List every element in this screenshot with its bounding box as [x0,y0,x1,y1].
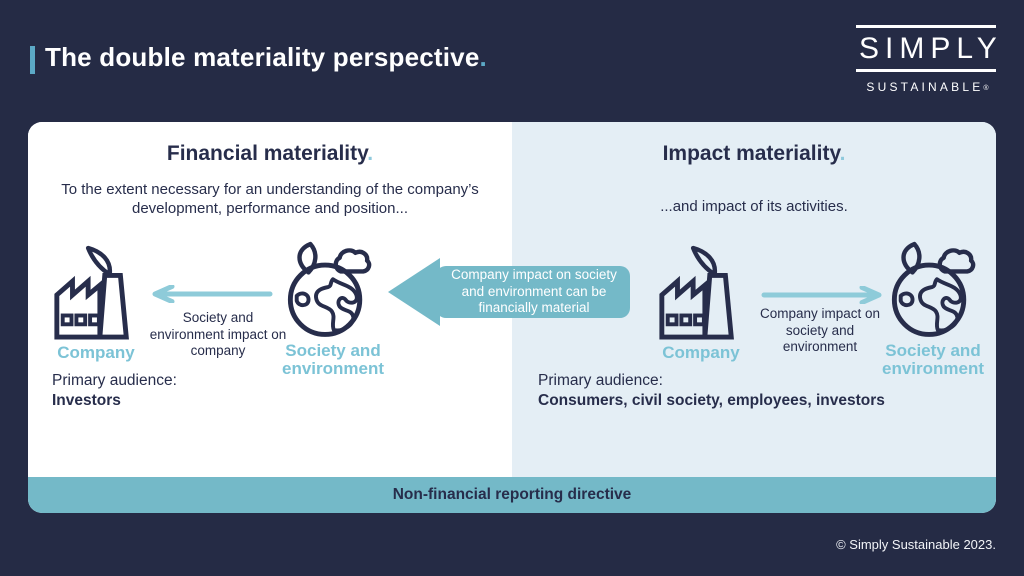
globe-icon [891,241,976,337]
logo-simply-text: SIMPLY [859,32,1003,65]
big-arrow-left-icon [388,258,630,326]
financial-society-label: Society and environment [281,341,385,379]
simply-sustainable-logo: SIMPLY SUSTAINABLE® [856,25,1003,93]
impact-company-label: Company [662,343,740,362]
logo-sustainable-text: SUSTAINABLE® [856,81,996,93]
arrow-right-icon [761,286,882,304]
directive-banner: Non-financial reporting directive [28,477,996,513]
financial-flow-label: Society and environment impact on compan… [149,310,287,359]
globe-icon [287,241,372,337]
page-title-period: . [479,42,487,72]
impact-description: ...and impact of its activities. [660,198,848,215]
page-title: The double materiality perspective. [45,42,487,73]
impact-heading-text: Impact materiality [662,142,840,165]
impact-heading-period: . [839,142,846,165]
arrow-left-icon [152,285,273,303]
title-accent-bar [30,46,35,74]
financial-company-label: Company [57,343,135,362]
financial-description: To the extent necessary for an understan… [61,181,479,218]
financial-heading-text: Financial materiality [166,142,368,165]
registered-mark: ® [983,85,989,92]
materiality-panel: Financial materiality. To the extent nec… [28,122,996,513]
financial-audience-value: Investors [52,392,121,409]
financial-heading-period: . [367,142,374,165]
center-arrow-label: Company impact on society and environmen… [451,267,617,316]
logo-rule-top [856,25,996,28]
factory-icon [659,245,734,340]
financial-audience-label: Primary audience: [52,372,177,389]
financial-heading: Financial materiality. [28,142,512,166]
impact-flow-label: Company impact on society and environmen… [759,306,881,355]
page-title-text: The double materiality perspective [45,42,480,72]
logo-sustainable-word: SUSTAINABLE [866,80,984,94]
logo-rule-bottom [856,69,996,72]
impact-society-label: Society and environment [881,341,985,379]
impact-audience-value: Consumers, civil society, employees, inv… [538,392,885,409]
impact-audience-label: Primary audience: [538,372,663,389]
directive-banner-label: Non-financial reporting directive [392,486,632,503]
impact-heading: Impact materiality. [512,142,996,166]
copyright-text: © Simply Sustainable 2023. [836,537,996,552]
factory-icon [54,245,129,340]
center-connection-arrow: Company impact on society and environmen… [388,256,630,328]
